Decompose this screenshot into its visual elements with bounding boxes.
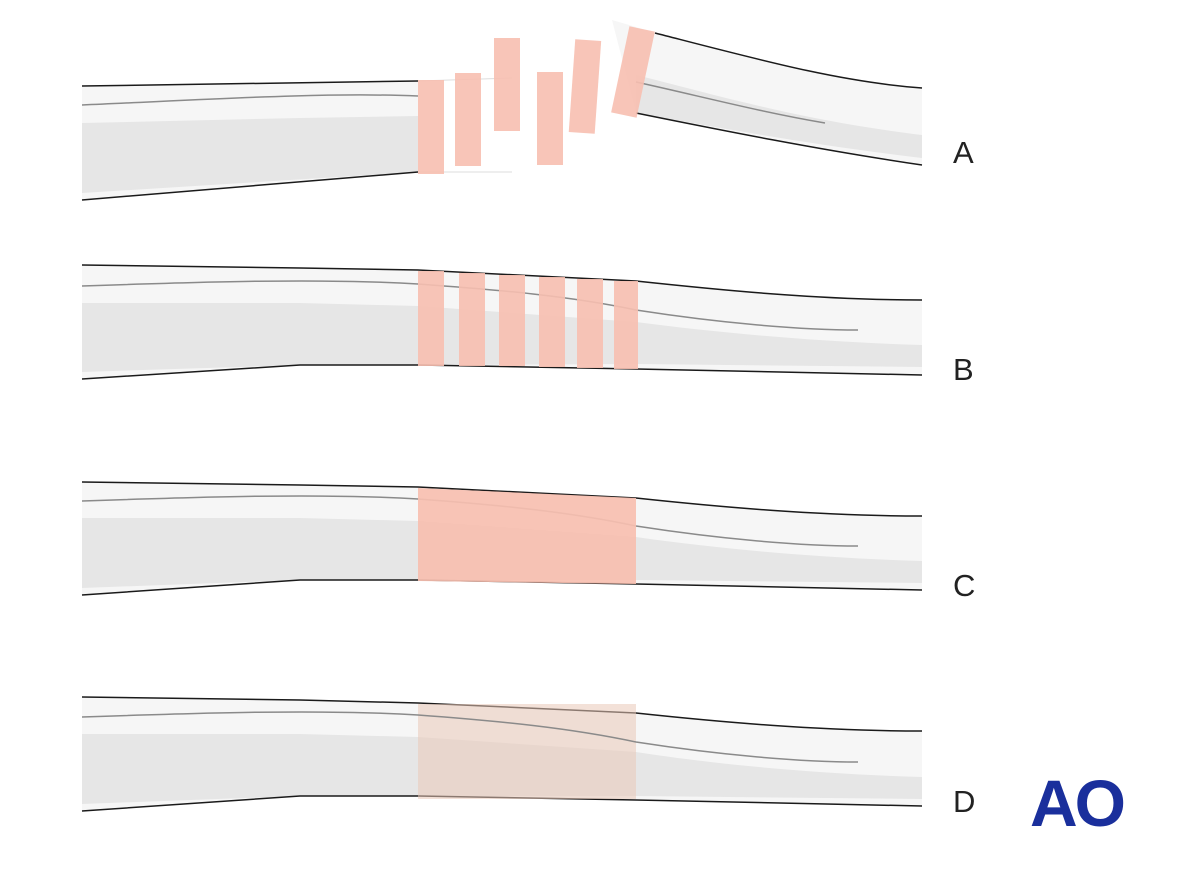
fragment xyxy=(459,273,485,366)
callus-block xyxy=(418,488,636,584)
fragment xyxy=(499,275,525,366)
panel-a-left-bone xyxy=(81,77,513,201)
panel-d: D xyxy=(81,696,975,819)
fragment xyxy=(418,80,444,174)
panel-b-fragments xyxy=(418,271,638,369)
panel-a-label: A xyxy=(953,135,974,170)
fragment xyxy=(494,38,520,131)
panel-a-right-bone xyxy=(612,20,923,166)
fragment xyxy=(537,72,563,165)
fragment xyxy=(577,279,603,368)
fragment xyxy=(418,271,444,366)
panel-a-fragments xyxy=(418,26,655,174)
ao-logo: AO xyxy=(1030,766,1124,840)
fragment xyxy=(611,26,655,118)
remodel-zone xyxy=(418,704,636,799)
panel-a: A xyxy=(81,20,974,201)
panel-c-label: C xyxy=(953,568,975,603)
panel-b-label: B xyxy=(953,352,974,387)
panel-b: B xyxy=(81,264,974,387)
panel-c: C xyxy=(81,481,975,603)
fragment xyxy=(614,281,638,369)
fragment xyxy=(568,39,602,134)
fragment xyxy=(455,73,481,166)
panel-d-label: D xyxy=(953,784,975,819)
fragment xyxy=(539,277,565,367)
panel-d-medullary-line xyxy=(81,711,859,763)
